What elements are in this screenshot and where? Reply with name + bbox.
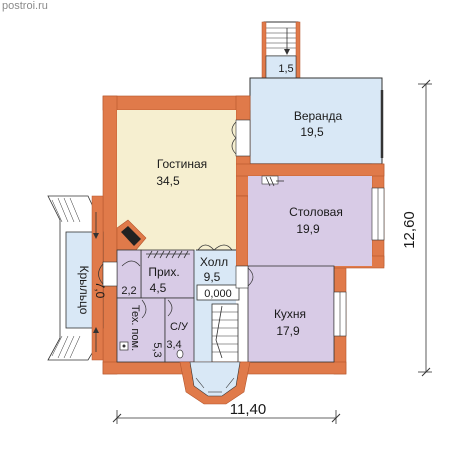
hall-area: 9,5 [204, 270, 221, 284]
entry-area: 4,5 [150, 281, 167, 295]
veranda-area: 19,5 [300, 125, 324, 139]
wc-door[interactable] [167, 299, 173, 317]
bottom-bay [179, 361, 251, 405]
dining-name: Столовая [289, 205, 343, 219]
hall-level-box [196, 284, 240, 301]
porch-step-area-label: 1,5 [278, 63, 293, 75]
height-dimension [418, 79, 432, 377]
hall-kitchen-door[interactable] [235, 265, 254, 289]
living-room [117, 110, 236, 250]
width-dimension-label: 11,40 [230, 401, 266, 418]
veranda-name: Веранда [294, 109, 343, 123]
entry-name: Прих. [148, 265, 179, 279]
hall-stair [211, 303, 239, 363]
fireplace [116, 219, 147, 251]
wc-area: 3,4 [166, 339, 181, 351]
hall-living-door[interactable] [196, 244, 236, 251]
closet-area: 2,2 [121, 285, 136, 297]
hall-name: Холл [200, 255, 228, 269]
tech-name: Тех. пом. [129, 305, 141, 351]
living-name: Гостиная [157, 157, 207, 171]
tech-room [116, 297, 166, 363]
tech-door[interactable] [141, 299, 147, 319]
toilet-icon [176, 349, 184, 359]
kitchen-name: Кухня [274, 307, 306, 321]
porch-name: Крыльцо [77, 266, 91, 315]
entry-wardrobe [146, 250, 190, 259]
veranda-dining-door[interactable] [261, 175, 284, 187]
living-veranda-door[interactable] [231, 119, 251, 157]
site-watermark: postroi.ru [2, 0, 48, 12]
width-dimension [112, 410, 341, 424]
living-area: 34,5 [156, 174, 180, 188]
closet-door[interactable] [121, 260, 141, 267]
entry-room [140, 249, 195, 299]
wc-name: С/У [170, 321, 189, 333]
kitchen-room [248, 266, 334, 362]
height-dimension-label: 12,60 [401, 211, 418, 249]
entrance-door[interactable] [98, 261, 118, 287]
kitchen-area: 17,9 [276, 324, 300, 338]
dining-area: 19,9 [296, 222, 320, 236]
tech-area: 5,3 [151, 342, 163, 357]
hall-level: 0,000 [204, 288, 232, 300]
boiler-dot-icon [122, 344, 126, 348]
dining-room [248, 176, 372, 266]
porch-structure [47, 195, 104, 361]
